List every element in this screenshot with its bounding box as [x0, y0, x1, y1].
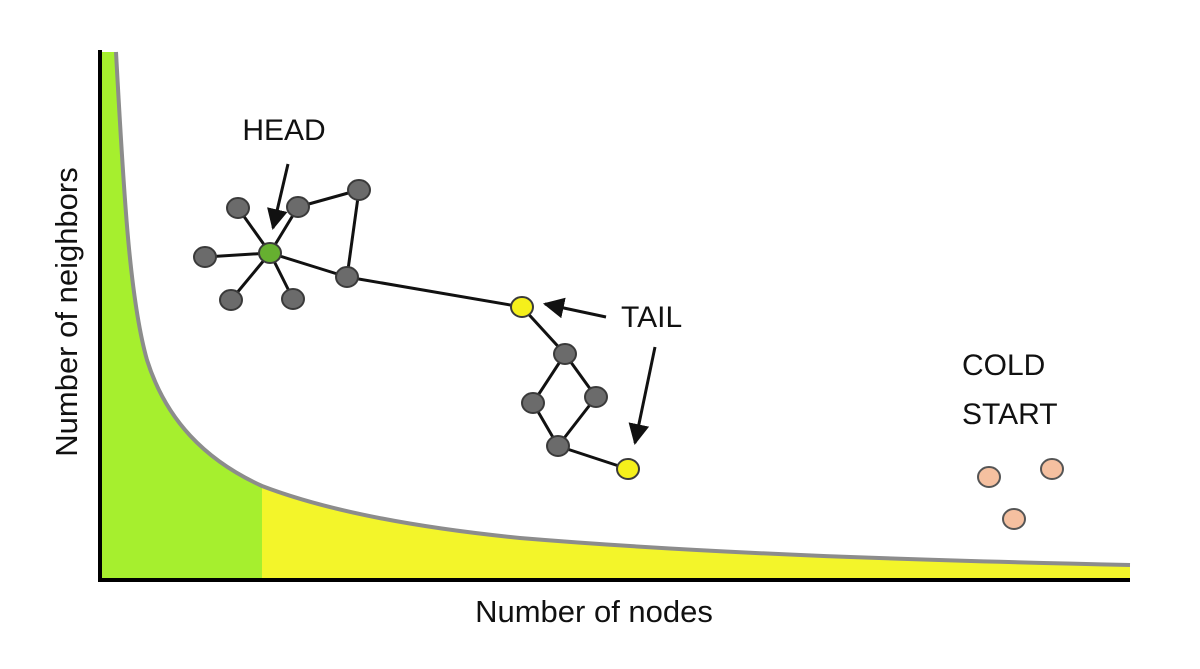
graph-edge [557, 444, 629, 471]
graph-node [521, 392, 545, 414]
cold-start-nodes [977, 458, 1064, 530]
graph-nodes [193, 179, 640, 480]
tail-arrow-lower [628, 346, 657, 446]
graph-edge [346, 275, 523, 309]
cold-start-node [1040, 458, 1064, 480]
graph-node [226, 197, 250, 219]
graph-edges [204, 188, 629, 471]
graph-edge [269, 251, 348, 279]
graph-node [193, 246, 217, 268]
x-axis-label: Number of nodes [475, 594, 713, 629]
cold-start-node [1002, 508, 1026, 530]
y-axis-label: Number of neighbors [49, 167, 84, 457]
tail-node [510, 296, 534, 318]
head-arrow [267, 163, 290, 231]
tail-arrow-upper [542, 297, 607, 319]
tail-region-fill [262, 486, 1130, 578]
graph-node [347, 179, 371, 201]
graph-node [286, 196, 310, 218]
graph-edge [345, 189, 361, 278]
head-label: HEAD [242, 114, 325, 147]
head-node [258, 242, 282, 264]
tail-label: TAIL [621, 301, 682, 334]
graph-node [219, 289, 243, 311]
tail-node [616, 458, 640, 480]
long-tail-curve [114, 51, 1131, 567]
graph-node [335, 266, 359, 288]
graph-node [584, 386, 608, 408]
head-region-fill [100, 52, 262, 578]
cold-start-label-line1: COLD [962, 349, 1045, 382]
cold-start-node [977, 466, 1001, 488]
graph-node [546, 435, 570, 457]
graph-node [281, 288, 305, 310]
cold-start-label-line2: START [962, 398, 1058, 431]
graph-node [553, 343, 577, 365]
